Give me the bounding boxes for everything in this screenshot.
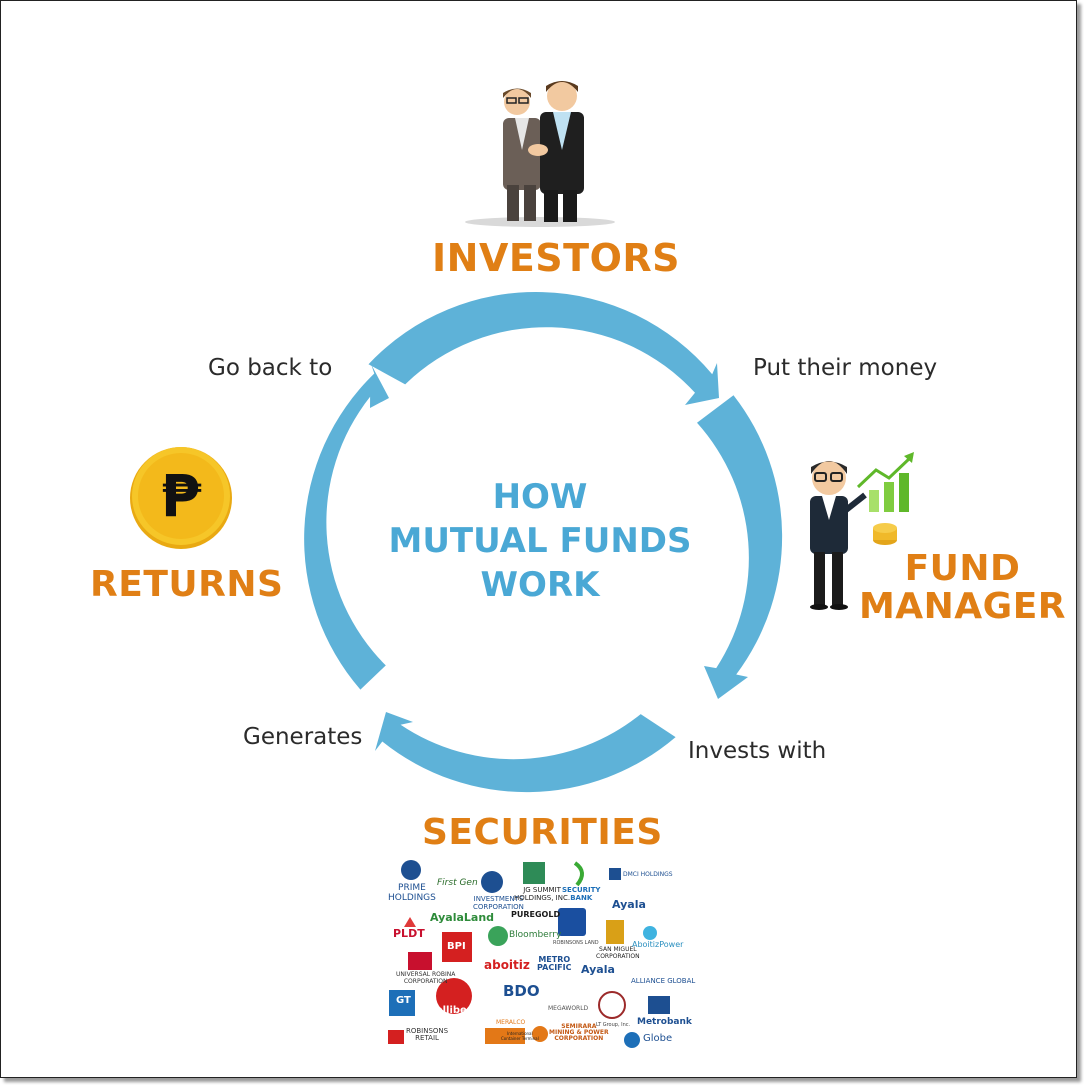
logo-text: LT Group, Inc. bbox=[596, 1022, 631, 1028]
logo-text: Container Terminal bbox=[501, 1036, 539, 1041]
logo-text: MEGAWORLD bbox=[548, 1005, 589, 1012]
logo-text: aboitiz bbox=[484, 958, 530, 972]
logo-text: ALLIANCE GLOBAL bbox=[631, 977, 696, 985]
diagram-title-line-3: WORK bbox=[480, 565, 600, 605]
peso-symbol: ₱ bbox=[160, 462, 202, 530]
logo-text: Metrobank bbox=[637, 1017, 692, 1027]
logo-text: BANK bbox=[570, 894, 593, 902]
logo-text: CORPORATION bbox=[596, 953, 640, 960]
logo-text: JG SUMMIT bbox=[523, 886, 561, 894]
logo-text: SECURITY bbox=[562, 886, 601, 894]
logo-text: Ayala bbox=[612, 898, 646, 911]
logo-robinsons-land: ROBINSONS LAND bbox=[553, 938, 599, 948]
logo-metrobank: Metrobank bbox=[637, 1017, 692, 1027]
logo-text: UNIVERSAL ROBINA bbox=[396, 971, 456, 978]
logo-text: RETAIL bbox=[415, 1034, 439, 1042]
logo-meralco: MERALCO bbox=[496, 1018, 525, 1028]
diagram-title-line-2: MUTUAL FUNDS bbox=[388, 521, 692, 561]
logo-alliance-global: ALLIANCE GLOBAL bbox=[631, 976, 695, 986]
fund-manager-title: FUND MANAGER bbox=[850, 550, 1075, 626]
logo-text: ROBINSONS LAND bbox=[553, 940, 599, 946]
logo-megaworld: MEGAWORLD bbox=[548, 1004, 588, 1014]
step-label-generates: Generates bbox=[243, 724, 363, 750]
logo-text: Bloomberry bbox=[509, 930, 562, 940]
arrow-bottom bbox=[375, 712, 676, 793]
logo-aboitiz: aboitiz bbox=[484, 958, 530, 972]
fund-manager-title-line-1: FUND bbox=[904, 548, 1021, 589]
logo-text: HOLDINGS, INC. bbox=[514, 894, 571, 902]
logo-ayala-1: Ayala bbox=[612, 898, 646, 911]
logo-bdo: BDO bbox=[503, 983, 540, 999]
two-businessmen-icon bbox=[465, 81, 615, 227]
logo-text: Ayala bbox=[581, 963, 615, 976]
logo-text: AyalaLand bbox=[430, 911, 495, 924]
logo-text: METRO bbox=[538, 955, 571, 964]
logo-text: DMCI HOLDINGS bbox=[623, 871, 673, 878]
arrow-top bbox=[368, 291, 719, 405]
securities-title: SECURITIES bbox=[422, 812, 663, 853]
cycle-arrows bbox=[304, 291, 783, 793]
logo-bloomberry: Bloomberry bbox=[509, 930, 561, 940]
step-label-put-money: Put their money bbox=[753, 355, 938, 381]
logo-globe: Globe bbox=[643, 1034, 672, 1044]
diagram-title-line-1: HOW bbox=[492, 477, 588, 517]
arrow-right bbox=[697, 395, 783, 699]
logo-dmci: DMCI HOLDINGS bbox=[623, 870, 673, 880]
logo-text: PLDT bbox=[393, 927, 425, 940]
man-with-growth-chart-icon bbox=[810, 452, 914, 610]
logo-text: HOLDINGS bbox=[388, 893, 436, 903]
logo-text: INVESTMENTS bbox=[473, 895, 524, 903]
step-label-go-back: Go back to bbox=[208, 355, 333, 381]
logo-first-gen: First Gen bbox=[437, 878, 478, 888]
logo-jollibee: Jollibee bbox=[432, 1006, 474, 1016]
logo-text: PUREGOLD bbox=[511, 910, 561, 919]
logo-ayala-2: Ayala bbox=[581, 963, 615, 976]
step-label-invests-with: Invests with bbox=[688, 738, 827, 764]
logo-text: MERALCO bbox=[496, 1019, 526, 1026]
logo-gt: GT bbox=[396, 996, 411, 1006]
peso-coin-icon bbox=[130, 447, 232, 549]
logo-text: MINING & POWER bbox=[549, 1029, 609, 1036]
logo-text: International bbox=[507, 1031, 533, 1036]
logo-text: CORPORATION bbox=[554, 1035, 604, 1042]
logo-text: AboitizPower bbox=[632, 940, 684, 949]
logo-text: BDO bbox=[503, 982, 540, 1000]
logo-text: Globe bbox=[643, 1033, 673, 1044]
logo-text: PRIME bbox=[398, 883, 426, 893]
logo-text: BPI bbox=[447, 941, 466, 952]
arrow-left bbox=[304, 364, 389, 690]
logo-text: PACIFIC bbox=[537, 963, 572, 972]
fund-manager-title-line-2: MANAGER bbox=[858, 586, 1067, 627]
logo-pldt: PLDT bbox=[393, 927, 425, 940]
logo-puregold: PUREGOLD bbox=[511, 910, 560, 920]
returns-title: RETURNS bbox=[90, 564, 284, 605]
logo-bpi: BPI bbox=[447, 942, 466, 952]
diagram-title: HOW MUTUAL FUNDS WORK bbox=[340, 475, 740, 607]
logo-text: CORPORATION bbox=[403, 978, 448, 985]
securities-logos-graphics bbox=[388, 860, 670, 1048]
logo-text: GT bbox=[396, 995, 411, 1006]
logo-aboitiz-power: AboitizPower bbox=[632, 940, 683, 950]
investors-title: INVESTORS bbox=[432, 236, 681, 280]
logo-text: ROBINSONS bbox=[406, 1027, 449, 1035]
logo-text: Jollibee bbox=[432, 1005, 474, 1016]
logo-text: First Gen bbox=[437, 878, 478, 888]
logo-text: CORPORATION bbox=[473, 903, 524, 911]
logo-text: SAN MIGUEL bbox=[599, 946, 637, 953]
logo-text: SEMIRARA bbox=[561, 1023, 597, 1030]
logo-ayala-land: AyalaLand bbox=[430, 911, 495, 924]
logo-lt-group: LT Group, Inc. bbox=[596, 1020, 630, 1030]
